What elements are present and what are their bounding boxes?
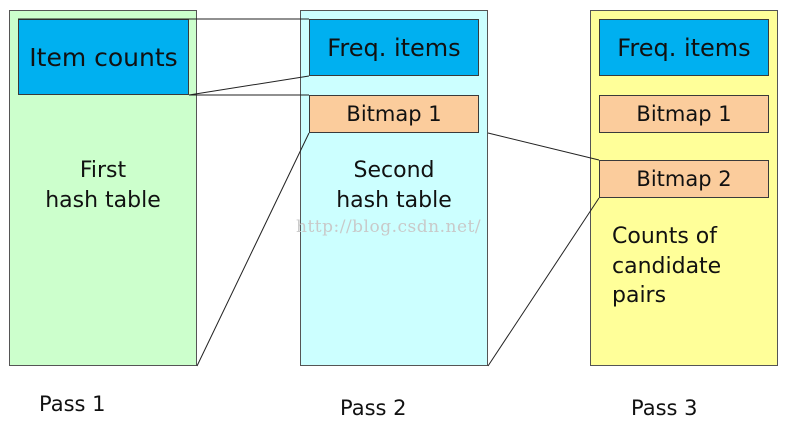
connector-hash2-to-bitmap2 [487, 197, 600, 367]
pass2-label: Pass 2 [340, 396, 407, 420]
counts-of-candidate-pairs-label: Counts of candidate pairs [612, 224, 722, 309]
connector-item-counts-bottom [188, 75, 310, 96]
pass3-freq-items-cell: Freq. items [599, 19, 769, 76]
watermark: http://blog.csdn.net/ [296, 217, 482, 237]
item-counts-cell: Item counts [18, 19, 189, 95]
pass2-freq-items-cell: Freq. items [309, 19, 479, 76]
pass1-label: Pass 1 [39, 392, 106, 416]
pass2-bitmap1-cell: Bitmap 1 [309, 95, 479, 133]
pass3-bitmap1-cell: Bitmap 1 [599, 95, 769, 133]
connector-hash1-to-bitmap1 [196, 132, 310, 367]
pass3-bitmap2-cell: Bitmap 2 [599, 160, 769, 198]
first-hash-table-label: First hash table [45, 158, 161, 213]
connector-bitmap1-to-bitmap2 [487, 132, 600, 161]
second-hash-table-label: Second hash table [336, 158, 452, 213]
pass3-label: Pass 3 [631, 396, 698, 420]
